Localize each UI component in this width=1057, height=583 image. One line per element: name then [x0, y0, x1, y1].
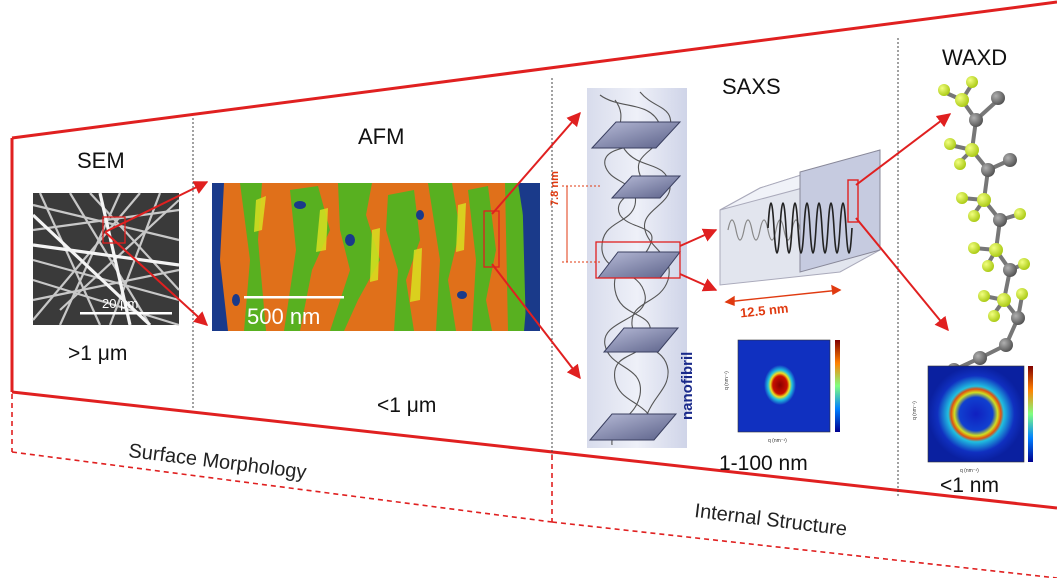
saxs-title: SAXS — [722, 74, 781, 99]
lamella-1 — [590, 121, 682, 149]
afm-scale-label: <1 μm — [377, 394, 437, 417]
arrow-block-to-chain-top — [855, 113, 952, 186]
sem-scale-label: >1 μm — [68, 342, 128, 365]
fluorine-atoms — [938, 76, 1030, 322]
svg-text:q (nm⁻¹): q (nm⁻¹) — [960, 468, 979, 474]
lamella-4 — [602, 327, 680, 353]
afm-blue-patches — [212, 183, 540, 331]
lamella-2 — [610, 175, 682, 199]
waxd-axis-ticks: q (nm⁻¹) q (nm⁻¹) — [912, 401, 979, 474]
saxs-axis-ticks: q (nm⁻¹) q (nm⁻¹) — [724, 371, 787, 444]
saxs-pattern: q (nm⁻¹) q (nm⁻¹) — [724, 339, 840, 444]
lamellar-block — [719, 149, 881, 307]
afm-green-patches — [240, 183, 526, 331]
dashed-bottom-left — [11, 451, 553, 523]
arrow-sem-to-afm-bottom — [104, 231, 209, 326]
sem-scalebar-label: 20 μm — [102, 296, 139, 311]
carbon-atoms — [947, 91, 1025, 377]
arrow-saxs-to-block-top — [679, 228, 718, 247]
afm-image — [212, 183, 540, 331]
saxs-scale-label: 1-100 nm — [719, 452, 808, 475]
afm-scale-bar — [244, 296, 344, 299]
long-period-label: 7.8 nm — [549, 171, 561, 206]
saxs-colorbar — [835, 340, 840, 432]
svg-text:q (nm⁻¹): q (nm⁻¹) — [724, 371, 730, 390]
frame-bottom-edge — [11, 390, 1057, 510]
afm-yellow-patches — [254, 196, 466, 302]
block-side — [799, 149, 881, 273]
arrow-afm-to-saxs-bottom — [491, 263, 581, 380]
lamella-5 — [588, 413, 678, 441]
waxd-colorbar — [1028, 366, 1033, 462]
afm-title: AFM — [358, 124, 405, 149]
nanofibril-label: nanofibril — [679, 351, 696, 420]
sem-scale-bar — [80, 312, 172, 315]
sem-thick-fibers — [31, 192, 180, 327]
waxd-title: WAXD — [942, 45, 1008, 70]
lamellae — [588, 121, 682, 441]
afm-scalebar-label: 500 nm — [247, 304, 321, 329]
afm-zoom-box — [483, 210, 500, 268]
frame — [10, 0, 1057, 579]
zoom-arrows — [104, 111, 952, 380]
svg-text:q (nm⁻¹): q (nm⁻¹) — [768, 438, 787, 444]
waxd-scale-label: <1 nm — [940, 474, 999, 497]
long-period-dimension — [562, 185, 600, 263]
waxd-zoom-box — [847, 179, 859, 223]
frame-top-edge — [11, 0, 1057, 140]
saxs-scattering-spot — [764, 365, 796, 405]
saxs-zoom-box — [595, 241, 681, 279]
sem-title: SEM — [77, 148, 125, 173]
chain-fold-front — [767, 202, 853, 254]
arrow-sem-to-afm-top — [104, 181, 209, 233]
arrow-block-to-chain-bottom — [855, 217, 949, 332]
arrow-afm-to-saxs-top — [491, 111, 581, 215]
arrow-saxs-to-block-bottom — [679, 273, 718, 292]
sem-zoom-box — [102, 216, 126, 244]
sem-image — [31, 192, 180, 327]
nanofibril-schematic — [562, 88, 687, 448]
svg-text:q (nm⁻¹): q (nm⁻¹) — [912, 401, 918, 420]
waxd-plot-area — [927, 365, 1025, 463]
chain-bonds — [943, 82, 1025, 372]
lamella-dimension — [724, 284, 842, 307]
molecular-chain — [938, 76, 1030, 377]
waxd-pattern: q (nm⁻¹) q (nm⁻¹) — [912, 365, 1033, 474]
chain-fold-back — [727, 219, 801, 241]
dashed-bottom-right — [551, 521, 1057, 579]
